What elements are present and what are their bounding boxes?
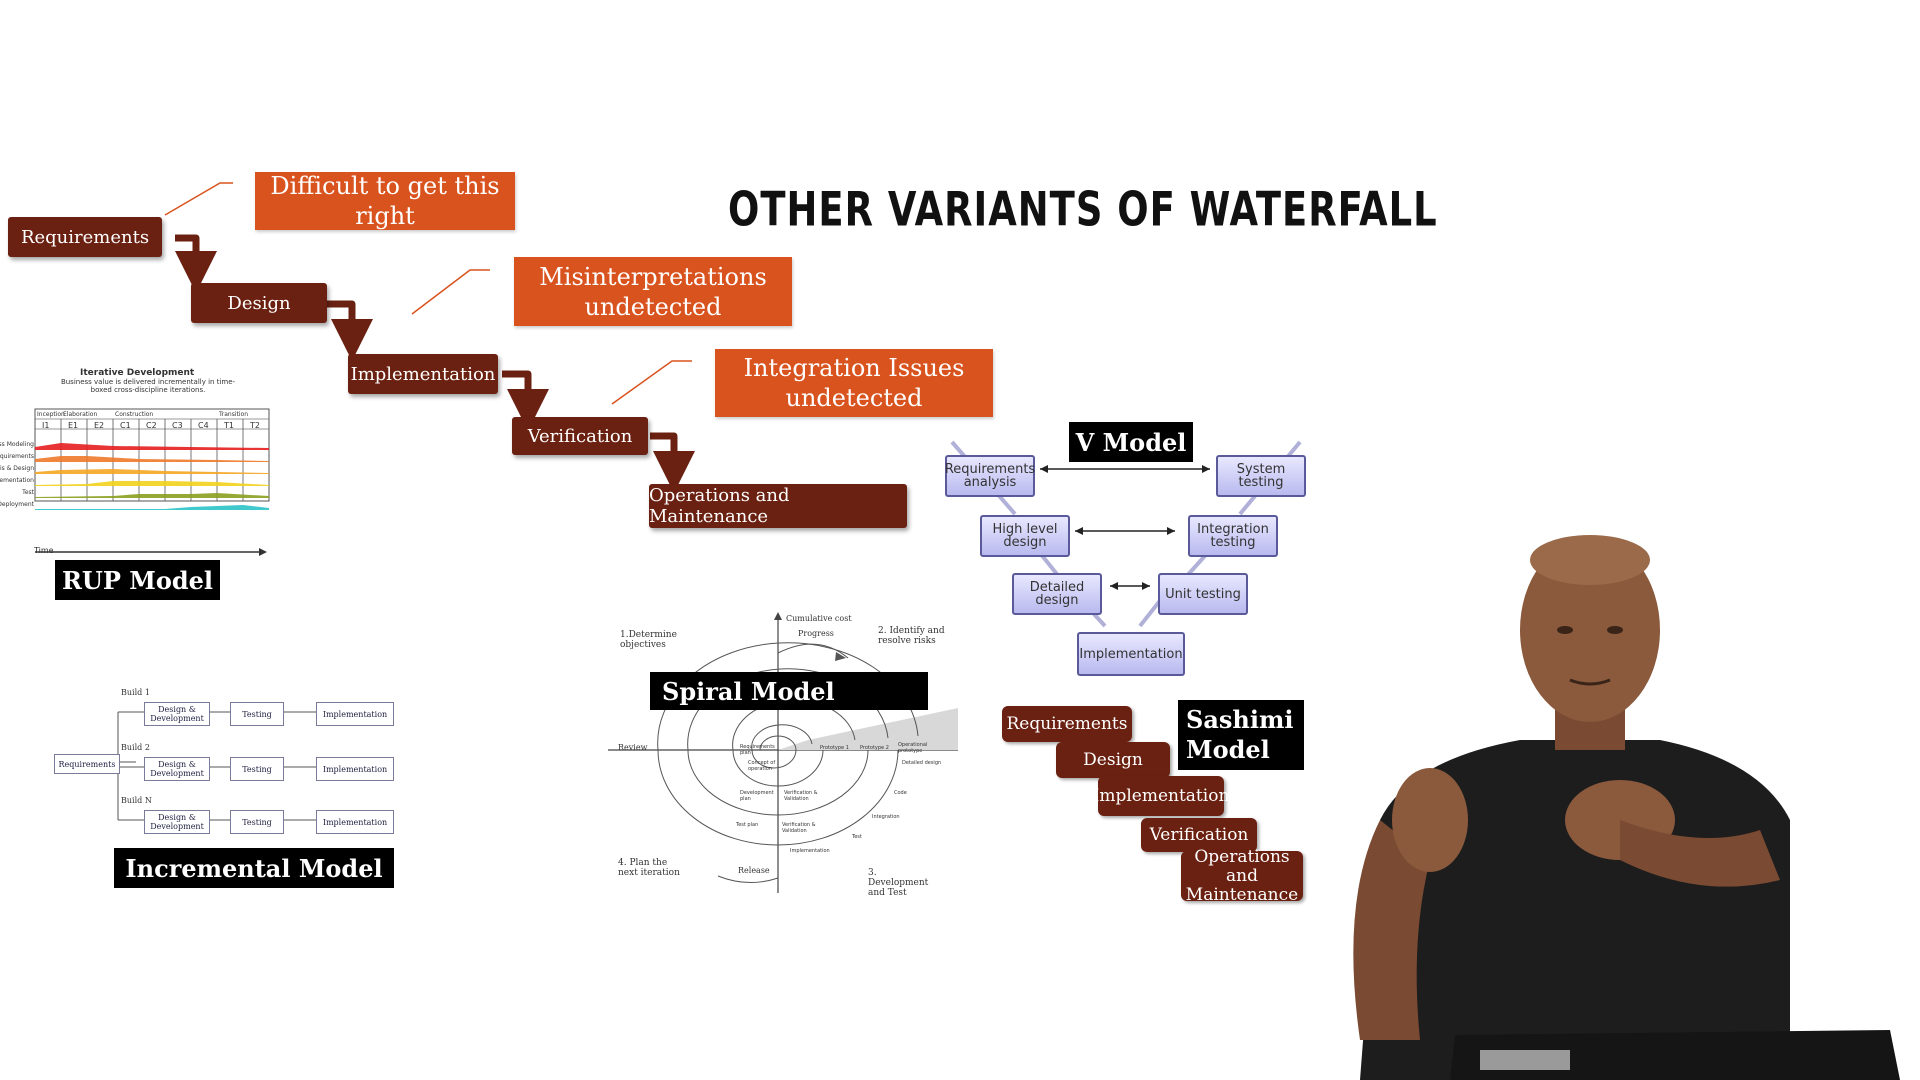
rup-time-label: Time [34,546,54,555]
incremental-build-name: Build 2 [121,743,150,752]
rup-model-label: RUP Model [55,560,220,600]
sashimi-step-requirements: Requirements [1002,706,1132,742]
incremental-root: Requirements [54,754,120,774]
rup-band [35,456,269,462]
incremental-stage-box: Testing [230,810,284,834]
note-misinterpretations: Misinterpretations undetected [514,257,792,326]
rup-iteration-label: C4 [198,421,209,430]
rup-phase-label: Construction [115,411,154,418]
vmodel-unit-testing: Unit testing [1158,573,1248,615]
spiral-axis-label: Review [618,743,648,752]
sashimi-step-operations: Operations and Maintenance [1181,847,1303,904]
spiral-inner-label: Verification & Validation [782,822,816,834]
waterfall-step-implementation: Implementation [348,354,498,394]
spiral-inner-label: Concept of operation [748,760,776,772]
spiral-inner-label: Integration [872,814,900,820]
spiral-inner-label: Prototype 1 [820,745,849,751]
spiral-quadrant-label: 4. Plan the next iteration [618,858,680,878]
waterfall-step-design: Design [191,283,327,323]
waterfall-step-verification: Verification [512,417,648,455]
incremental-stage-box: Implementation [316,702,394,726]
rup-chart: Iterative Development Business value is … [0,366,275,561]
vmodel-label: V Model [1069,422,1193,462]
spiral-axis-label: Release [738,866,770,875]
rup-chart-subtitle: Business value is delivered incrementall… [60,378,236,394]
spiral-inner-label: Verification & Validation [784,790,818,802]
rup-discipline-label: Business Modeling [0,441,34,448]
incremental-stage-box: Implementation [316,810,394,834]
incremental-diagram: Requirements Build 1 Design & Development… [48,672,408,842]
spiral-quadrant-label: 3. Development and Test [868,868,929,898]
rup-phase-label: Inception [37,411,65,418]
incremental-stage-box: Design & Development [144,702,210,726]
spiral-quadrant-label: 2. Identify and resolve risks [878,626,945,646]
sashimi-step-implementation: Implementation [1093,776,1229,816]
sashimi-step-design: Design [1056,742,1170,778]
sashimi-step-verification: Verification [1141,818,1257,852]
rup-chart-title: Iterative Development [80,368,195,378]
spiral-inner-label: Implementation [790,848,830,854]
vmodel-detailed-design: Detailed design [1012,573,1102,615]
waterfall-step-requirements: Requirements [8,217,162,257]
vmodel-requirements-analysis: Requirements analysis [945,455,1035,497]
spiral-inner-label: Test [852,834,862,840]
spiral-inner-label: Requirements plan [740,744,775,756]
incremental-build-name: Build 1 [121,688,150,697]
rup-band [35,469,269,474]
rup-discipline-label: Requirements [0,453,34,460]
spiral-inner-label: Operational prototype [898,742,928,754]
rup-discipline-label: Implementation [0,477,34,484]
rup-iteration-label: C2 [146,421,157,430]
rup-iteration-label: I1 [42,421,50,430]
incremental-stage-box: Testing [230,757,284,781]
spiral-inner-label: Code [894,790,907,796]
vmodel-high-level-design: High level design [980,515,1070,557]
spiral-diagram [608,612,958,893]
vmodel-system-testing: System testing [1216,455,1306,497]
incremental-stage-box: Design & Development [144,757,210,781]
note-integration: Integration Issues undetected [715,349,993,417]
waterfall-step-operations: Operations and Maintenance [649,484,907,528]
rup-band [35,443,269,450]
incremental-stage-box: Design & Development [144,810,210,834]
rup-discipline-label: Analysis & Design [0,465,34,472]
person-icon [1353,535,1900,1080]
rup-iteration-label: E1 [68,421,79,430]
incremental-build-name: Build N [121,796,152,805]
spiral-axis-label: Cumulative cost [786,614,852,623]
presenter-figure [1353,535,1900,1080]
rup-iteration-label: T1 [224,421,234,430]
spiral-inner-label: Detailed design [902,760,942,766]
rup-iteration-label: C1 [120,421,131,430]
spiral-axis-label: Progress [798,629,834,638]
rup-iteration-label: T2 [250,421,260,430]
rup-iteration-label: C3 [172,421,183,430]
rup-iteration-label: E2 [94,421,105,430]
incremental-stage-box: Testing [230,702,284,726]
rup-band [35,481,269,486]
spiral-inner-label: Development plan [740,790,774,802]
note-difficult: Difficult to get this right [255,172,515,230]
rup-phase-label: Elaboration [63,411,98,418]
spiral-quadrant-label: 1.Determine objectives [620,630,677,650]
spiral-inner-label: Prototype 2 [860,745,889,751]
vmodel-integration-testing: Integration testing [1188,515,1278,557]
rup-band [35,505,269,510]
rup-bands [34,408,270,556]
vmodel-implementation: Implementation [1077,632,1185,676]
sashimi-model-label: Sashimi Model [1178,700,1304,770]
spiral-inner-label: Test plan [736,822,759,828]
spiral-model-label: Spiral Model [650,672,928,710]
incremental-model-label: Incremental Model [114,848,394,888]
incremental-stage-box: Implementation [316,757,394,781]
rup-band [35,493,269,498]
rup-discipline-label: Deployment [0,501,34,508]
rup-discipline-label: Test [22,489,34,496]
rup-phase-label: Transition [219,411,249,418]
